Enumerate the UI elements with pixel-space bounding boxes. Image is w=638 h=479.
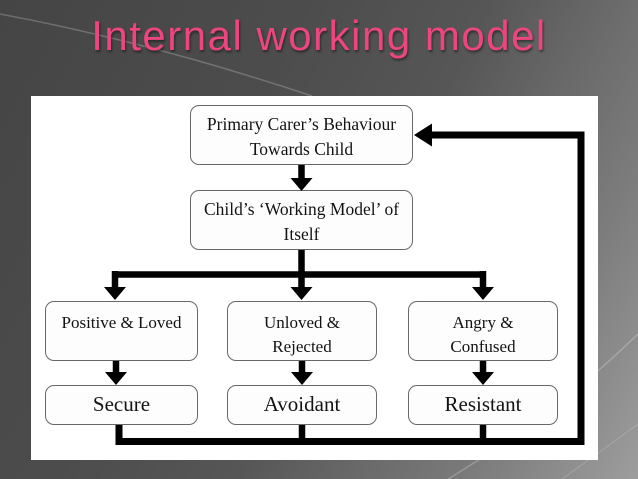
node-primary-carer: Primary Carer’s Behaviour Towards Child	[190, 105, 413, 165]
node-resistant: Resistant	[408, 385, 558, 425]
node-unloved-rejected: Unloved & Rejected	[227, 301, 377, 361]
node-child-working-model: Child’s ‘Working Model’ of Itself	[190, 190, 413, 250]
slide-title: Internal working model	[91, 12, 547, 59]
node-positive-loved: Positive & Loved	[45, 301, 198, 361]
node-avoidant: Avoidant	[227, 385, 377, 425]
node-angry-confused: Angry & Confused	[408, 301, 558, 361]
node-secure: Secure	[45, 385, 198, 425]
